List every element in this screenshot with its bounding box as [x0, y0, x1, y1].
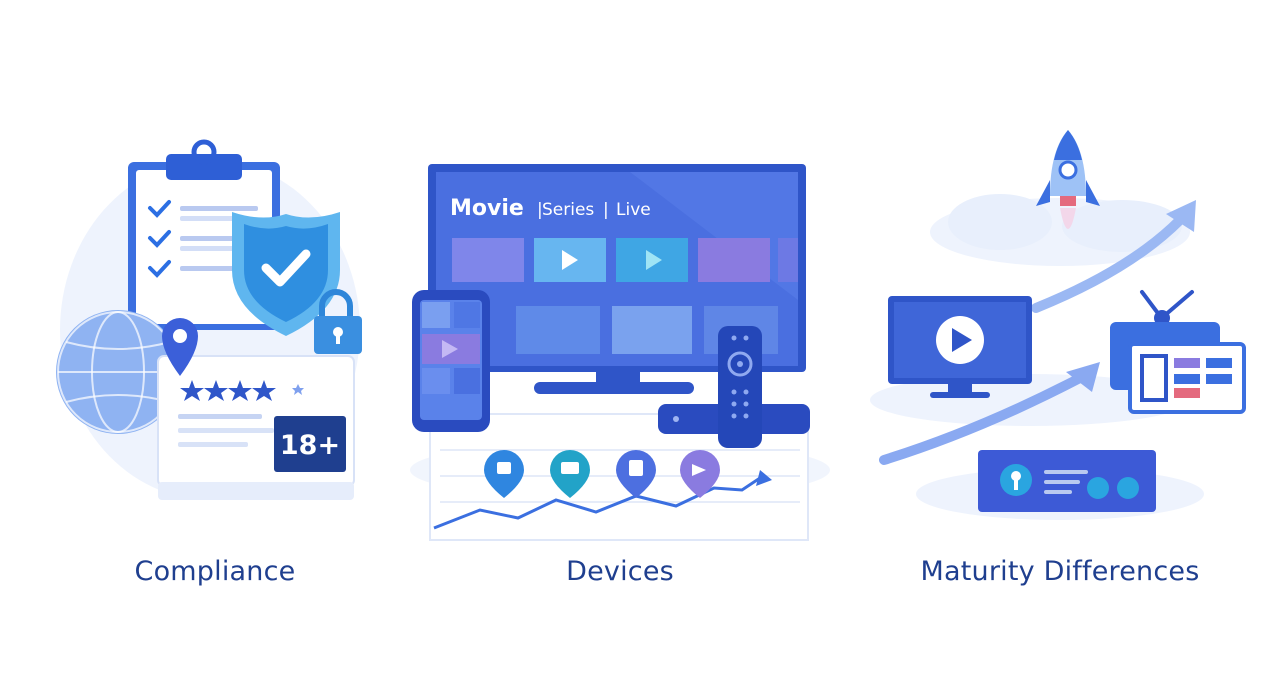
- compliance-caption: Compliance: [134, 556, 296, 587]
- chart-pin-teal: [550, 450, 590, 498]
- remote-control-icon: [718, 326, 762, 448]
- monitor-play-icon: [888, 296, 1032, 398]
- age-rating-label: 18+: [280, 430, 340, 461]
- chart-pin-cyan: [484, 450, 524, 498]
- tab-series: Series: [542, 200, 594, 220]
- devices-illustration: Movie | Series | Live: [410, 164, 830, 541]
- retro-tv-icon: [1110, 290, 1246, 414]
- chart-pin-blue: [616, 450, 656, 498]
- compliance-illustration: 18+: [56, 139, 362, 500]
- rocket-icon: [1036, 130, 1100, 229]
- maturity-panel: Maturity Differences: [860, 0, 1260, 698]
- padlock-icon: [314, 289, 362, 354]
- compliance-panel: 18+ Compliance: [40, 0, 390, 698]
- star-rating-icon: [180, 380, 304, 401]
- chart-pin-purple: [680, 450, 720, 498]
- tab-separator: |: [537, 200, 543, 220]
- maturity-illustration: [870, 130, 1246, 520]
- tab-live: Live: [616, 200, 651, 220]
- shield-check-icon: [232, 212, 340, 336]
- smartphone-icon: [412, 290, 490, 432]
- growth-arrow-icon: [1031, 200, 1196, 313]
- devices-panel: Movie | Series | Live: [400, 0, 840, 698]
- tab-movie: Movie: [450, 196, 524, 221]
- maturity-caption: Maturity Differences: [920, 556, 1200, 587]
- devices-caption: Devices: [566, 556, 674, 587]
- growth-arrow-lower: [879, 362, 1100, 465]
- location-pin-icon: [162, 318, 198, 376]
- tab-separator: |: [603, 200, 609, 220]
- tv-screen-icon: Movie | Series | Live: [428, 164, 806, 394]
- age-rating-badge: 18+: [274, 416, 346, 472]
- dashboard-card-icon: [978, 450, 1156, 512]
